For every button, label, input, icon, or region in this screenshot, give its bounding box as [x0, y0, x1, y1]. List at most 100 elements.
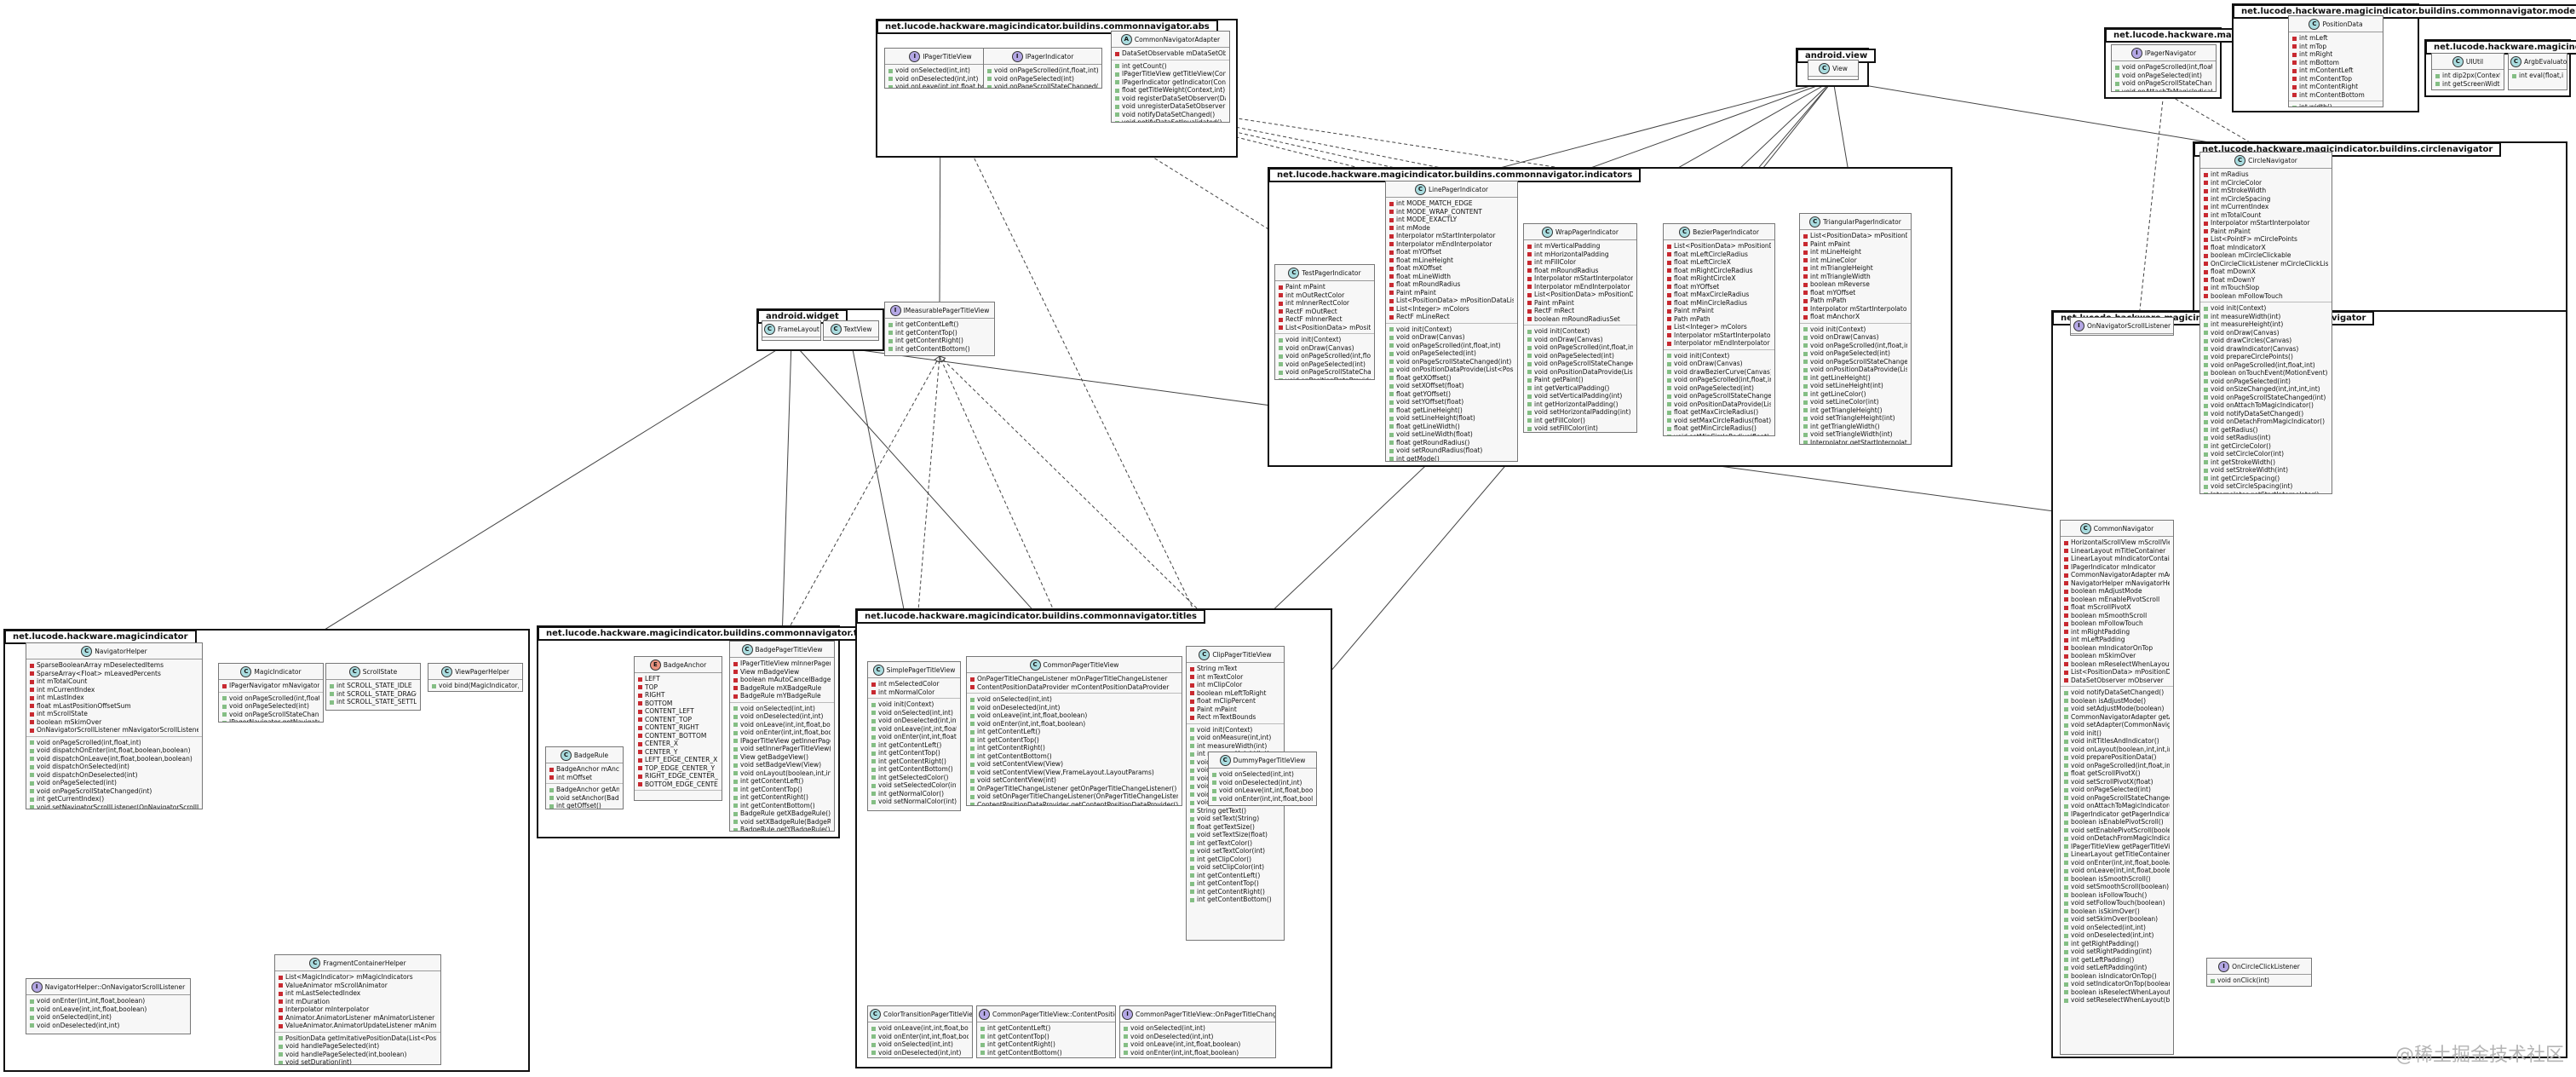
member-text: float mRightCircleRadius: [1674, 266, 1753, 274]
public-method-icon: [1803, 408, 1808, 412]
public-method-icon: [2064, 917, 2068, 922]
private-field-icon: [279, 991, 283, 996]
member-text: int MODE_EXACTLY: [1396, 216, 1458, 223]
class-name: CommonNavigator: [2093, 524, 2154, 533]
member-text: int getContentTop(): [1197, 879, 1259, 887]
member-text: boolean mLeftToRight: [1197, 688, 1267, 697]
field-row: View mBadgeView: [733, 668, 831, 677]
public-method-icon: [30, 1023, 34, 1028]
class-onpagertitlechangelistener[interactable]: ICommonPagerTitleView::OnPagerTitleChang…: [1119, 1005, 1276, 1058]
class-argbevaluatorholder[interactable]: CArgbEvaluatorHolderint eval(float,int,i…: [2508, 53, 2567, 90]
member-text: float mMinCircleRadius: [1674, 298, 1748, 307]
member-text: void onLeave(int,int,float,boolean): [895, 83, 992, 89]
member-text: void init(Context): [1810, 325, 1866, 333]
member-text: void onPageSelected(int): [1810, 349, 1890, 357]
public-method-icon: [2204, 395, 2208, 400]
field-row: int mTextColor: [1190, 673, 1280, 682]
member-text: int getHorizontalPadding(): [1534, 400, 1619, 408]
member-text: int getContentBottom(): [895, 344, 970, 353]
method-row: void dispatchOnLeave(int,float,boolean,b…: [30, 755, 198, 763]
method-row: int SCROLL_STATE_SETTLING: [330, 698, 417, 706]
field-row: ValueAnimator mScrollAnimator: [279, 982, 437, 990]
member-text: BadgeRule mYBadgeRule: [740, 692, 821, 700]
method-row: void onAttachToMagicIndicator(): [2064, 802, 2170, 810]
public-method-icon: [888, 77, 893, 81]
public-method-icon: [1667, 370, 1671, 374]
method-row: void onDraw(Canvas): [1279, 344, 1371, 353]
private-field-icon: [1667, 301, 1671, 305]
member-text: void setLineHeight(int): [1810, 382, 1883, 389]
field-row: List<PositionData> mPositionDataList: [1527, 291, 1633, 299]
member-text: void onPageSelected(int): [229, 702, 309, 710]
member-text: void onPageSelected(int): [2122, 71, 2202, 79]
member-text: void init(Context): [1197, 725, 1253, 734]
private-field-icon: [2204, 188, 2208, 193]
private-field-icon: [1279, 317, 1283, 322]
member-text: void onPageScrolled(int,float,int): [2211, 360, 2315, 369]
method-row: void onPageSelected(int): [1527, 352, 1633, 360]
public-method-icon: [2064, 763, 2068, 768]
class-name: NavigatorHelper::OnNavigatorScrollListen…: [44, 982, 186, 991]
method-row: void onPageScrolled(int,float,int): [1527, 343, 1633, 352]
field-row: List<Integer> mColors: [1667, 323, 1771, 331]
private-field-icon: [1389, 314, 1394, 320]
method-row: void onPageScrollStateChanged(int): [1527, 360, 1633, 368]
member-text: void onLeave(int,int,float,boolean): [1130, 1040, 1241, 1048]
public-method-icon: [1803, 376, 1808, 380]
field-row: BadgeAnchor mAnchor: [549, 765, 619, 774]
private-field-icon: [279, 983, 283, 988]
public-method-icon: [1389, 400, 1394, 405]
method-row: void onEnter(int,int,float,boolean): [733, 729, 831, 737]
method-row: void onDeselected(int,int): [871, 717, 957, 725]
member-text: int mTouchSlop: [2211, 284, 2260, 291]
member-text: void onPageSelected(int): [2211, 377, 2291, 385]
member-text: void onPageScrolled(int,float,int): [229, 694, 319, 702]
method-row: int getLineColor(): [1803, 390, 1907, 399]
class-name: DummyPagerTitleView: [1233, 756, 1306, 764]
field-row: Path mPath: [1803, 297, 1907, 305]
private-field-icon: [2292, 68, 2297, 73]
member-text: float getYOffset(): [1396, 389, 1452, 398]
method-row: int measureHeight(int): [2204, 320, 2328, 329]
public-method-icon: [1190, 832, 1194, 838]
class-contentpositiondataprovider[interactable]: ICommonPagerTitleView::ContentPositionDa…: [976, 1005, 1116, 1058]
method-row: int getContentLeft(): [980, 1024, 1112, 1033]
public-method-icon: [2204, 484, 2208, 489]
public-method-icon: [1124, 1051, 1128, 1055]
member-text: int mContentBottom: [2299, 90, 2365, 99]
